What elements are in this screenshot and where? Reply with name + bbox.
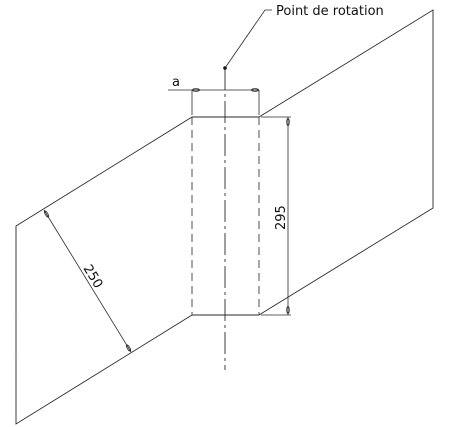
height-dimension-label: 295 (274, 205, 289, 230)
rotation-point-label: Point de rotation (276, 4, 384, 19)
rotation-point-leader (224, 9, 272, 69)
right-panel-outline (258, 9, 434, 316)
panel-width-dimension-label: 250 (80, 262, 106, 291)
panel-width-dimension-line (43, 209, 132, 353)
gap-dimension-label: a (172, 75, 180, 90)
left-panel-outline (15, 116, 193, 425)
gap-arrow-right (251, 88, 259, 92)
gap-arrow-left (192, 88, 200, 92)
panel-width-arrow-bottom (125, 344, 132, 352)
panel-width-arrow-top (43, 210, 50, 218)
height-arrow-bottom (286, 306, 290, 314)
height-arrow-top (286, 118, 290, 126)
